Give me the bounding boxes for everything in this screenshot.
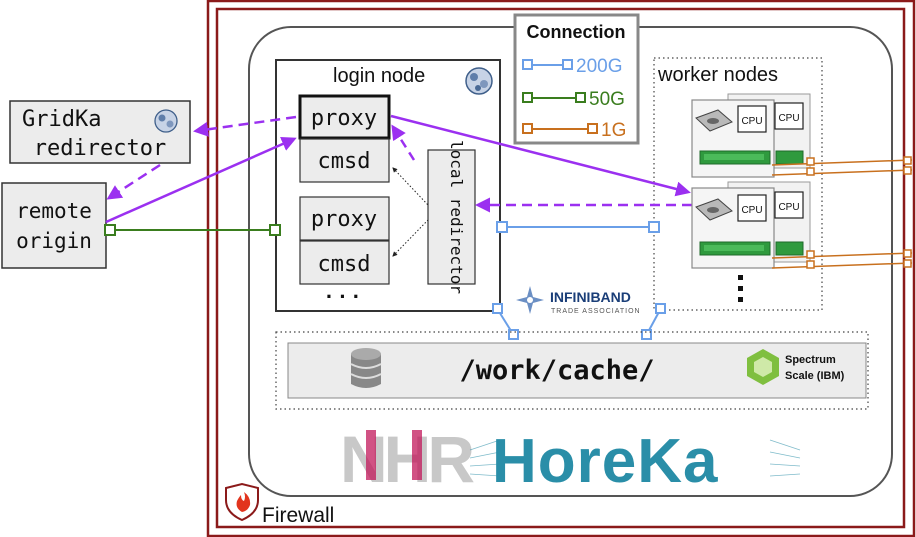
gridka-xrootd-icon [154, 109, 178, 133]
local-redirector-label: local redirector [447, 140, 466, 294]
cmsd-redirector-link-2 [392, 219, 429, 257]
nhr-logo: NHR [340, 422, 478, 496]
cpu-chip-icon [774, 102, 804, 130]
remote-origin-line2: origin [16, 229, 92, 253]
cmsd-redirector-link-1 [392, 167, 429, 206]
cpu-chip-icon [774, 191, 804, 219]
storage-region [275, 331, 869, 410]
local-redirector-box [427, 149, 476, 285]
cpu-label: CPU [778, 202, 799, 213]
remote-origin-line1: remote [16, 199, 92, 223]
links-1g-worker-1 [771, 156, 913, 176]
nhr-logo-text: NHR [340, 422, 474, 496]
gridka-label-line1: GridKa [22, 107, 101, 132]
spectrum-scale-logo: Spectrum Scale (IBM) [747, 349, 845, 385]
infiniband-star-icon [516, 286, 544, 314]
firewall-label: Firewall [262, 504, 334, 527]
cmsd-label-1: cmsd [318, 149, 371, 174]
port-200g-worker [648, 221, 660, 233]
port-50g-remote [104, 224, 116, 236]
cpu-label: CPU [778, 113, 799, 124]
worker-nodes-label: worker nodes [657, 64, 778, 86]
infiniband-logo: INFINIBAND TRADE ASSOCIATION [516, 286, 641, 315]
cpu-chip-icon [737, 105, 767, 133]
cmsd-box-1 [299, 138, 390, 183]
worker-nodes-region [653, 57, 823, 311]
infiniband-name: INFINIBAND [550, 289, 631, 305]
arrow-proxy-to-gridka [193, 115, 297, 137]
storage-path-label: /work/cache/ [459, 355, 654, 386]
proxy-label-2: proxy [311, 207, 377, 232]
proxy-label-1: proxy [311, 106, 377, 131]
spectrum-line2: Scale (IBM) [785, 370, 845, 382]
horeka-logo: HoreKa [469, 427, 801, 496]
worker-node-2: CPU CPU [691, 181, 811, 269]
legend-title: Connection [527, 22, 626, 42]
cpu-label: CPU [741, 205, 762, 216]
connection-legend: Connection 200G 50G 1G [513, 13, 640, 145]
login-node-label: login node [333, 65, 425, 87]
firewall-outer-frame [206, 0, 916, 537]
legend-label-1g: 1G [601, 120, 626, 141]
arrow-redirector-to-proxy [391, 124, 416, 161]
hard-drive-icon [695, 198, 733, 221]
ram-module-icon [775, 150, 804, 165]
remote-origin-box [1, 182, 107, 269]
horeka-logo-text: HoreKa [492, 427, 719, 496]
arrow-remote-to-proxy [105, 136, 297, 224]
proxy-box-2 [299, 196, 390, 241]
legend-label-200g: 200G [576, 56, 622, 77]
worker-nodes-ellipsis [738, 275, 743, 302]
proxy-box-1 [298, 94, 391, 140]
spectrum-line1: Spectrum [785, 354, 836, 366]
infiniband-subtitle: TRADE ASSOCIATION [551, 308, 641, 315]
cpu-chip-icon [737, 194, 767, 222]
hard-drive-icon [695, 109, 733, 132]
cmsd-box-2 [299, 240, 390, 285]
legend-label-50g: 50G [589, 89, 625, 110]
xrootd-logo-icon [465, 67, 493, 95]
arrow-gridka-to-remote [106, 163, 161, 200]
ram-module-icon [775, 241, 804, 256]
links-200g-storage [492, 303, 666, 340]
port-200g-login [496, 221, 508, 233]
cpu-label: CPU [741, 116, 762, 127]
arrow-proxy-to-worker [390, 114, 691, 197]
firewall-inner-frame [215, 7, 906, 529]
database-icon [350, 348, 382, 388]
login-node-ellipsis: · · · [326, 284, 360, 309]
gridka-label-line2: redirector [34, 136, 166, 161]
firewall-shield-icon [225, 482, 259, 522]
links-1g-worker-2 [771, 249, 913, 269]
cmsd-label-2: cmsd [318, 252, 371, 277]
port-50g-login [269, 224, 281, 236]
